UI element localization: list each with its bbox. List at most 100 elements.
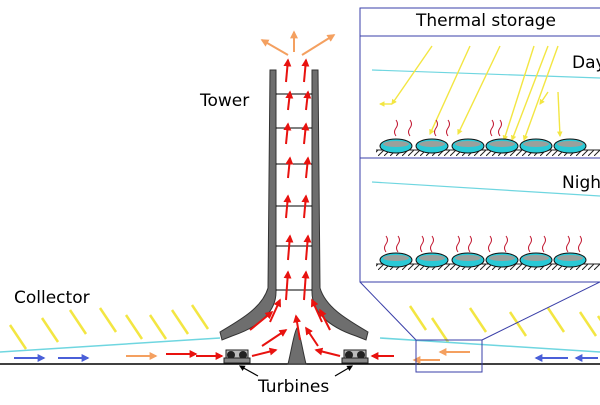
heat-wave-icon [394,119,502,137]
tower-updraft-arrows [249,58,331,347]
collector-inflow-arrows [14,347,598,364]
collector-ray [430,317,450,343]
heat-wave [446,119,450,137]
storage-tube-top [523,255,549,261]
updraft-arrow [303,156,312,179]
updraft-arrow [301,58,310,83]
updraft-arrow [283,122,292,145]
sun-ray-bounce [556,91,563,138]
updraft-arrow [303,90,312,111]
updraft-arrow [283,270,292,301]
updraft-arrow [283,58,292,83]
turbine-icon-left [223,349,251,364]
collector-ray [148,314,168,340]
heat-wave [528,235,532,253]
heat-wave [420,235,424,253]
tower [219,69,369,365]
storage-tube-top [383,255,409,261]
collector-label: Collector [14,288,90,308]
updraft-arrow [319,308,331,331]
collector-ray [190,304,210,330]
storage-tubes-day [379,138,587,154]
sun-ray [457,45,501,136]
collector-ray [40,317,60,343]
updraft-arrow [305,326,319,347]
inset-connectors [359,281,600,341]
collector-ray [124,314,144,340]
collector-ray [408,305,428,331]
storage-tube-top [557,141,583,147]
heat-wave [498,119,502,137]
tower-label: Tower [199,91,249,111]
collector-ray [468,307,488,333]
heat-wave [468,235,472,253]
storage-tube-top [419,255,445,261]
turbine-pointers [238,365,354,377]
heat-wave [434,119,438,137]
updraft-arrow [285,90,294,111]
sun-ray [502,45,535,142]
collector-ray [98,307,118,333]
sun-ray-bounce [539,91,549,105]
inset-title: Thermal storage [415,11,556,31]
heat-wave [542,235,546,253]
updraft-arrow [269,298,281,323]
updraft-arrow [301,122,310,145]
updraft-arrow [249,310,274,331]
storage-tube-top [557,255,583,261]
heat-wave [504,235,508,253]
storage-tube-top [383,141,409,147]
sun-ray [522,45,559,142]
updraft-arrow [301,194,310,219]
storage-tube-top [419,141,445,147]
heat-wave [578,235,582,253]
heat-wave [396,235,400,253]
exhaust-arrows [260,30,336,56]
collector-ray [8,324,28,350]
turbine-icon-right [341,349,369,364]
storage-tubes-night [379,252,587,268]
collector-ray [170,309,190,335]
updraft-arrow [311,298,323,323]
collector-sun-rays [8,304,600,350]
updraft-arrow [303,234,312,261]
collector-ray [68,309,88,335]
updraft-arrow [261,329,288,347]
tower-rungs [276,93,312,291]
updraft-arrow [283,194,292,219]
heat-wave [384,235,388,253]
turbines-label: Turbines [257,377,329,397]
heat-wave [490,119,494,137]
heat-wave [566,235,570,253]
sun-ray [510,45,549,142]
storage-tube-top [489,141,515,147]
sun-ray [391,45,433,105]
heat-wave [488,235,492,253]
collector-ray [578,311,598,337]
inflow-arrow [251,347,278,357]
updraft-arrow [285,156,294,179]
updraft-arrow [293,314,301,341]
updraft-arrow [285,234,294,261]
updraft-arrow [301,270,310,301]
heat-wave [430,235,434,253]
detail-marker-box [415,339,483,373]
heat-wave [456,235,460,253]
collector-ray [508,311,528,337]
night-label: Night [562,173,600,193]
heat-wave [408,119,412,137]
storage-tube-top [489,255,515,261]
inflow-arrow [314,347,341,357]
storage-tube-top [523,141,549,147]
sun-ray [429,45,471,136]
sun-ray-icon [378,45,563,142]
day-label: Day [572,53,600,73]
storage-tube-top [455,141,481,147]
thermal-storage-inset: Thermal storage Day Night [359,7,600,283]
storage-tube-top [455,255,481,261]
heat-wave [394,119,398,137]
collector-ray [546,307,566,333]
heat-wave-icon-night [384,235,582,253]
